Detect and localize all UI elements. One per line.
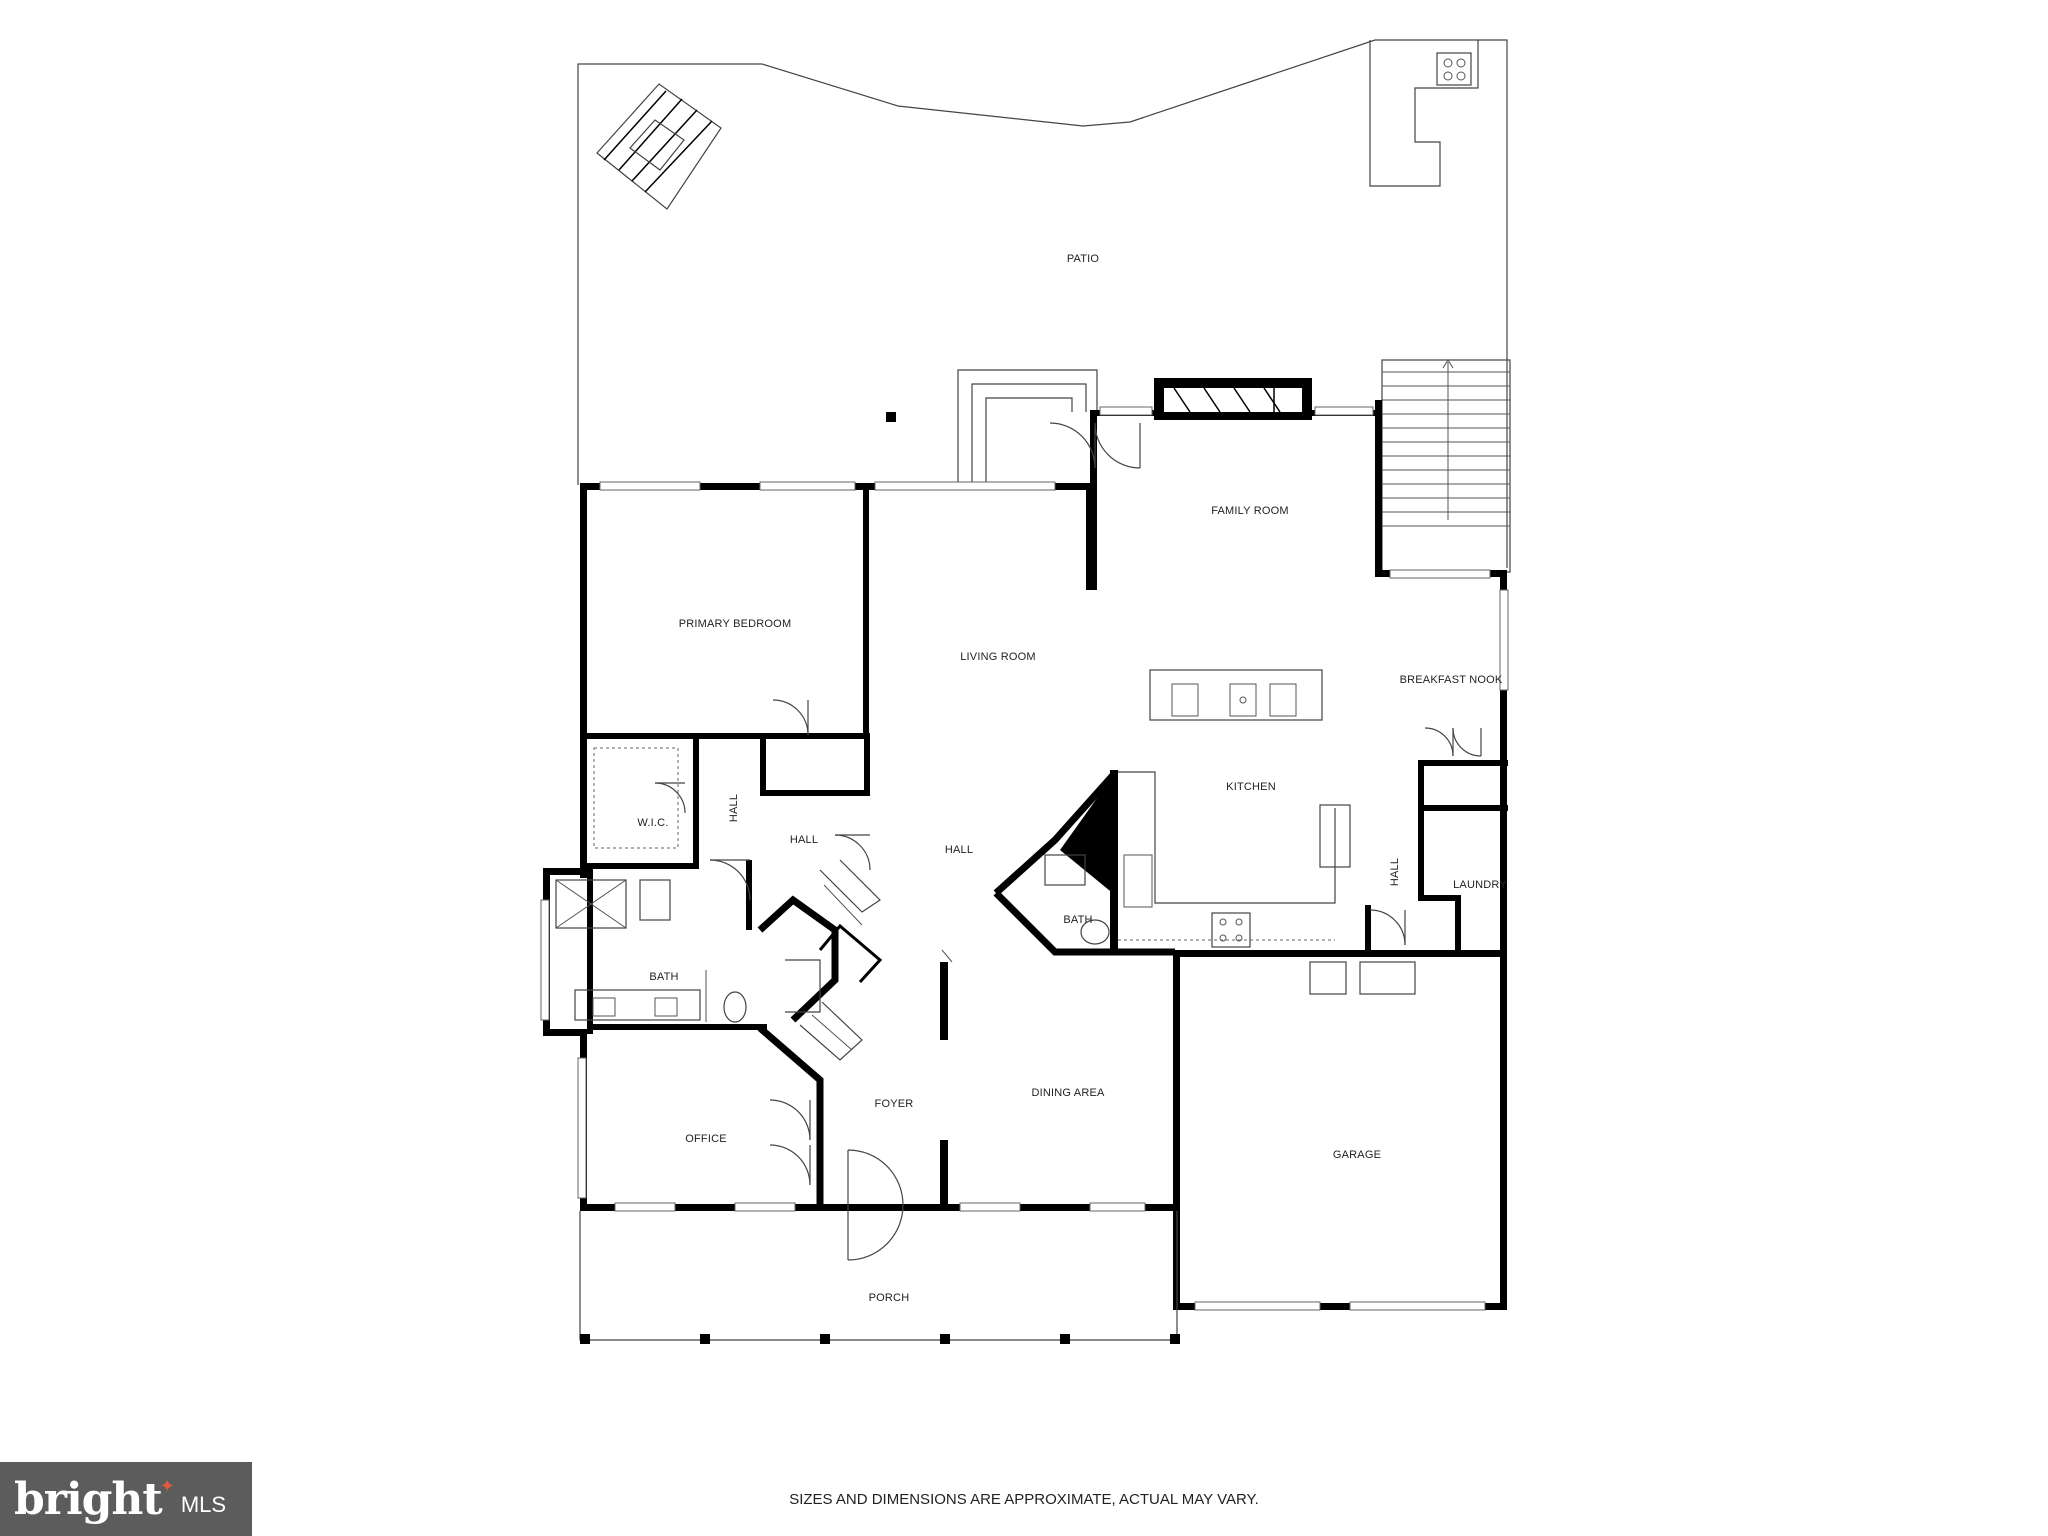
patio-area xyxy=(577,39,1508,568)
garage-label: GARAGE xyxy=(1333,1149,1381,1161)
hall-label-vertical-2: HALL xyxy=(1389,858,1401,886)
patio-steps xyxy=(957,369,1098,485)
exterior-walls xyxy=(543,378,1507,1310)
kitchen-fixtures xyxy=(1044,669,1351,948)
laundry-label: LAUNDRY xyxy=(1453,879,1507,891)
breakfast-nook-label: BREAKFAST NOOK xyxy=(1400,674,1503,686)
outdoor-kitchen-icon xyxy=(1369,40,1479,187)
hall-label-center: HALL xyxy=(945,844,973,856)
fireplace-icon xyxy=(1154,378,1312,420)
family-room-label: FAMILY ROOM xyxy=(1211,505,1289,517)
bath-fixtures xyxy=(555,747,747,1023)
windows xyxy=(540,406,1509,1311)
patio-fire-pit-icon xyxy=(596,83,722,210)
deck-stairs xyxy=(1381,359,1511,573)
doors xyxy=(654,422,1482,1261)
bath-label-small: BATH xyxy=(1063,914,1092,926)
primary-bedroom-label: PRIMARY BEDROOM xyxy=(679,618,792,630)
logo-star-icon: ✦ xyxy=(159,1475,175,1496)
interior-stairs xyxy=(785,859,953,1061)
bright-mls-logo: bright ✦ MLS xyxy=(0,1462,252,1536)
bath-label-main: BATH xyxy=(649,971,678,983)
dining-area-label: DINING AREA xyxy=(1031,1087,1105,1099)
logo-mls-text: MLS xyxy=(180,1492,227,1517)
living-room-label: LIVING ROOM xyxy=(960,651,1036,663)
kitchen-label: KITCHEN xyxy=(1226,781,1276,793)
office-label: OFFICE xyxy=(685,1133,727,1145)
porch-area xyxy=(579,1211,1180,1344)
interior-walls xyxy=(580,485,1508,1204)
foyer-label: FOYER xyxy=(875,1098,914,1110)
patio-label: PATIO xyxy=(1067,253,1100,265)
wic-label: W.I.C. xyxy=(637,817,668,829)
disclaimer-text: SIZES AND DIMENSIONS ARE APPROXIMATE, AC… xyxy=(789,1491,1259,1508)
hall-label-vertical-1: HALL xyxy=(728,794,740,822)
hall-label-small: HALL xyxy=(790,834,818,846)
garage-steps xyxy=(1309,961,1416,995)
porch-label: PORCH xyxy=(869,1292,910,1304)
logo-brand-text: bright xyxy=(14,1473,163,1525)
